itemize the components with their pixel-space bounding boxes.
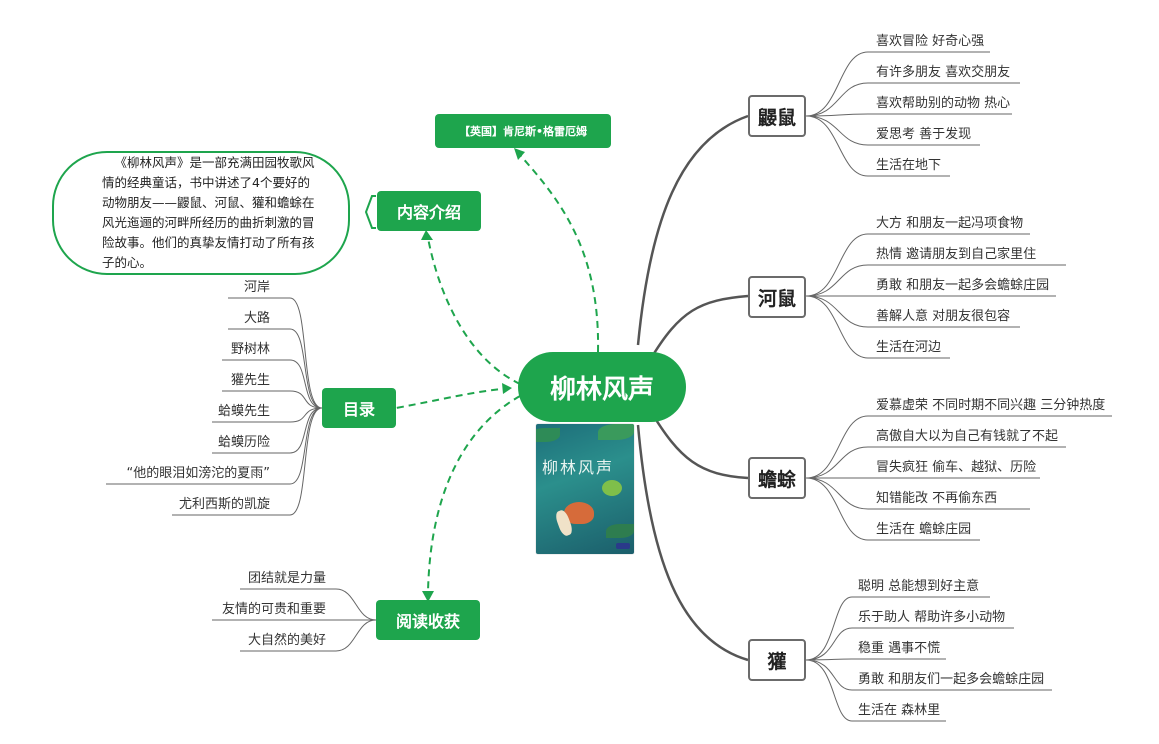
trait-item: 冒失疯狂 偷车、越狱、历险 <box>876 460 1037 475</box>
gains-item: 大自然的美好 <box>247 633 326 648</box>
toc-item: 河岸 <box>243 280 270 295</box>
trait-item: 喜欢冒险 好奇心强 <box>876 34 985 49</box>
arrow-heads <box>421 148 525 602</box>
central-title: 柳林风声 <box>549 374 654 405</box>
trait-lines-toad <box>805 415 1112 541</box>
character-name: 蟾蜍 <box>757 468 796 491</box>
toc-node-label: 目录 <box>342 400 375 419</box>
trait-item: 聪明 总能想到好主意 <box>858 579 980 594</box>
toc-item: 蛤蟆先生 <box>217 404 270 419</box>
branch-line-rat <box>648 294 749 361</box>
trait-lines-badger <box>805 596 1052 722</box>
author-label: 【英国】肯尼斯•格雷厄姆 <box>458 125 588 138</box>
gains-lines <box>212 588 377 652</box>
intro-text: 《柳林风声》是一部充满田园牧歌风情的经典童话，书中讲述了4个要好的动物朋友——鼹… <box>102 155 315 270</box>
trait-item: 有许多朋友 喜欢交朋友 <box>876 65 1011 80</box>
trait-item: 善解人意 对朋友很包容 <box>876 309 1011 324</box>
book-cover-title: 柳林风声 <box>542 458 615 477</box>
trait-item: 乐于助人 帮助许多小动物 <box>858 610 1006 625</box>
branch-line-badger <box>636 424 749 662</box>
trait-lines-rat <box>805 233 1066 359</box>
character-node-badger: 獾 <box>748 639 806 681</box>
character-node-toad: 蟾蜍 <box>748 457 806 499</box>
book-cover-image: 柳林风声 <box>536 424 634 554</box>
toc-item: 獾先生 <box>230 373 270 388</box>
gains-node: 阅读收获 <box>376 600 480 640</box>
trait-item: 勇敢 和朋友们一起多会蟾蜍庄园 <box>858 672 1045 687</box>
trait-item: 知错能改 不再偷东西 <box>876 491 998 506</box>
character-name: 鼹鼠 <box>757 106 796 129</box>
toc-item: 野树林 <box>230 342 270 357</box>
trait-item: 热情 邀请朋友到自己家里住 <box>876 247 1037 262</box>
gains-item: 团结就是力量 <box>247 571 326 586</box>
intro-node: 内容介绍 <box>377 191 481 231</box>
branch-line-mole <box>636 114 749 346</box>
toc-item: 大路 <box>243 311 270 326</box>
branch-line-toad <box>648 409 749 480</box>
trait-item: 喜欢帮助别的动物 热心 <box>876 96 1011 111</box>
trait-item: 生活在 蟾蜍庄园 <box>876 522 972 537</box>
trait-item: 勇敢 和朋友一起多会蟾蜍庄园 <box>876 278 1050 293</box>
central-node: 柳林风声 <box>518 352 686 422</box>
trait-item: 生活在 森林里 <box>858 703 941 718</box>
trait-item: 稳重 遇事不慌 <box>858 641 941 656</box>
character-name: 河鼠 <box>757 287 796 310</box>
character-node-rat: 河鼠 <box>748 276 806 318</box>
character-node-mole: 鼹鼠 <box>748 95 806 137</box>
gains-node-label: 阅读收获 <box>395 612 460 631</box>
frog-figure <box>602 480 622 496</box>
trait-lines-mole <box>805 51 1020 177</box>
trait-item: 生活在地下 <box>876 158 942 173</box>
gains-item: 友情的可贵和重要 <box>221 602 326 617</box>
trait-item: 高傲自大以为自己有钱就了不起 <box>876 429 1059 444</box>
toc-lines <box>106 297 323 516</box>
toc-item: “他的眼泪如滂沱的夏雨” <box>126 466 270 481</box>
toc-item: 尤利西斯的凯旋 <box>178 497 270 512</box>
cover-badge <box>616 543 630 549</box>
toc-item: 蛤蟆历险 <box>217 435 270 450</box>
trait-item: 大方 和朋友一起冯项食物 <box>876 216 1024 231</box>
intro-node-label: 内容介绍 <box>396 203 461 222</box>
dashed-connectors <box>395 154 600 593</box>
trait-item: 爱慕虚荣 不同时期不同兴趣 三分钟热度 <box>876 398 1106 413</box>
toc-node: 目录 <box>322 388 396 428</box>
bird-figure <box>564 502 594 524</box>
trait-item: 生活在河边 <box>876 340 942 355</box>
character-name: 獾 <box>767 650 787 673</box>
author-box: 【英国】肯尼斯•格雷厄姆 <box>435 114 611 148</box>
intro-bracket <box>364 195 376 229</box>
intro-bubble: 《柳林风声》是一部充满田园牧歌风情的经典童话，书中讲述了4个要好的动物朋友——鼹… <box>52 151 350 275</box>
trait-item: 爱思考 善于发现 <box>876 127 972 142</box>
